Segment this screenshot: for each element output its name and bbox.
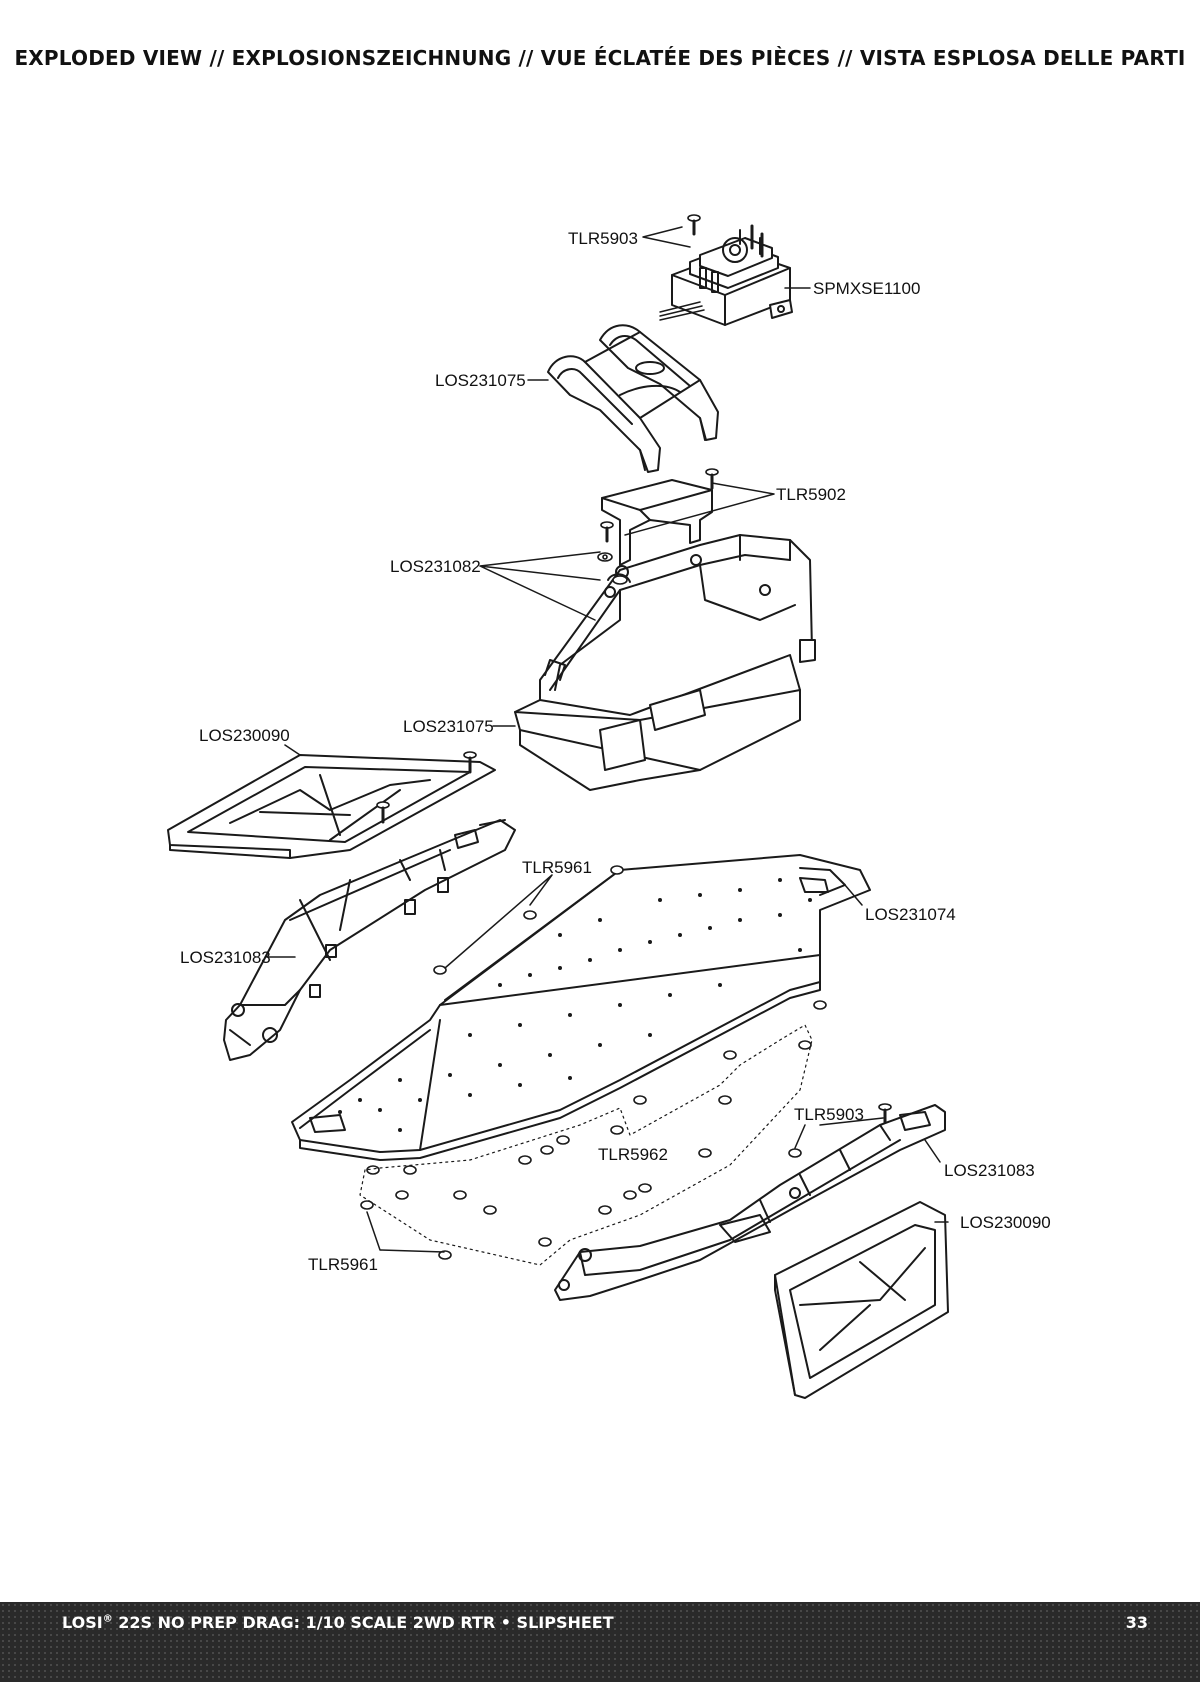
footer-product: 22S NO PREP DRAG: 1/10 SCALE 2WD RTR • S… [112, 1613, 614, 1632]
label-los231083-left: LOS231083 [180, 948, 271, 967]
label-tlr5962: TLR5962 [598, 1145, 668, 1164]
label-spmxse1100: SPMXSE1100 [813, 279, 920, 298]
side-rail-left [223, 819, 516, 1061]
screw-group-outline [359, 1024, 813, 1266]
footer-reg-mark: ® [102, 1613, 113, 1625]
screws [360, 214, 892, 1260]
label-tlr5961-bottom: TLR5961 [308, 1255, 378, 1274]
rear-brace-right [774, 1201, 949, 1399]
footer-brand: LOSI [62, 1613, 103, 1632]
label-tlr5903-top: TLR5903 [568, 229, 638, 248]
label-los231075-top: LOS231075 [435, 371, 526, 390]
battery-strap-cover [601, 479, 713, 566]
label-los230090-right: LOS230090 [960, 1213, 1051, 1232]
side-rail-right [554, 1104, 946, 1301]
page-title: EXPLODED VIEW // EXPLOSIONSZEICHNUNG // … [14, 46, 1186, 70]
label-los231074: LOS231074 [865, 905, 956, 924]
footer-bar [0, 1602, 1200, 1682]
label-los231083-right: LOS231083 [944, 1161, 1035, 1180]
label-tlr5903-right: TLR5903 [794, 1105, 864, 1124]
leader-lines [267, 226, 949, 1253]
esc-mount-bracket [547, 324, 719, 473]
label-tlr5902: TLR5902 [776, 485, 846, 504]
label-los230090-left: LOS230090 [199, 726, 290, 745]
main-chassis-plate [291, 854, 871, 1161]
battery-tray [514, 534, 816, 791]
footer-title: LOSI® 22S NO PREP DRAG: 1/10 SCALE 2WD R… [62, 1613, 614, 1632]
label-tlr5961-top: TLR5961 [522, 858, 592, 877]
page-number: 33 [1125, 1613, 1148, 1632]
label-los231075-mid: LOS231075 [403, 717, 494, 736]
label-los231082: LOS231082 [390, 557, 481, 576]
exploded-view-diagram: TLR5903 SPMXSE1100 LOS231075 TLR5902 LOS… [167, 214, 1051, 1399]
esc-part [659, 224, 793, 326]
